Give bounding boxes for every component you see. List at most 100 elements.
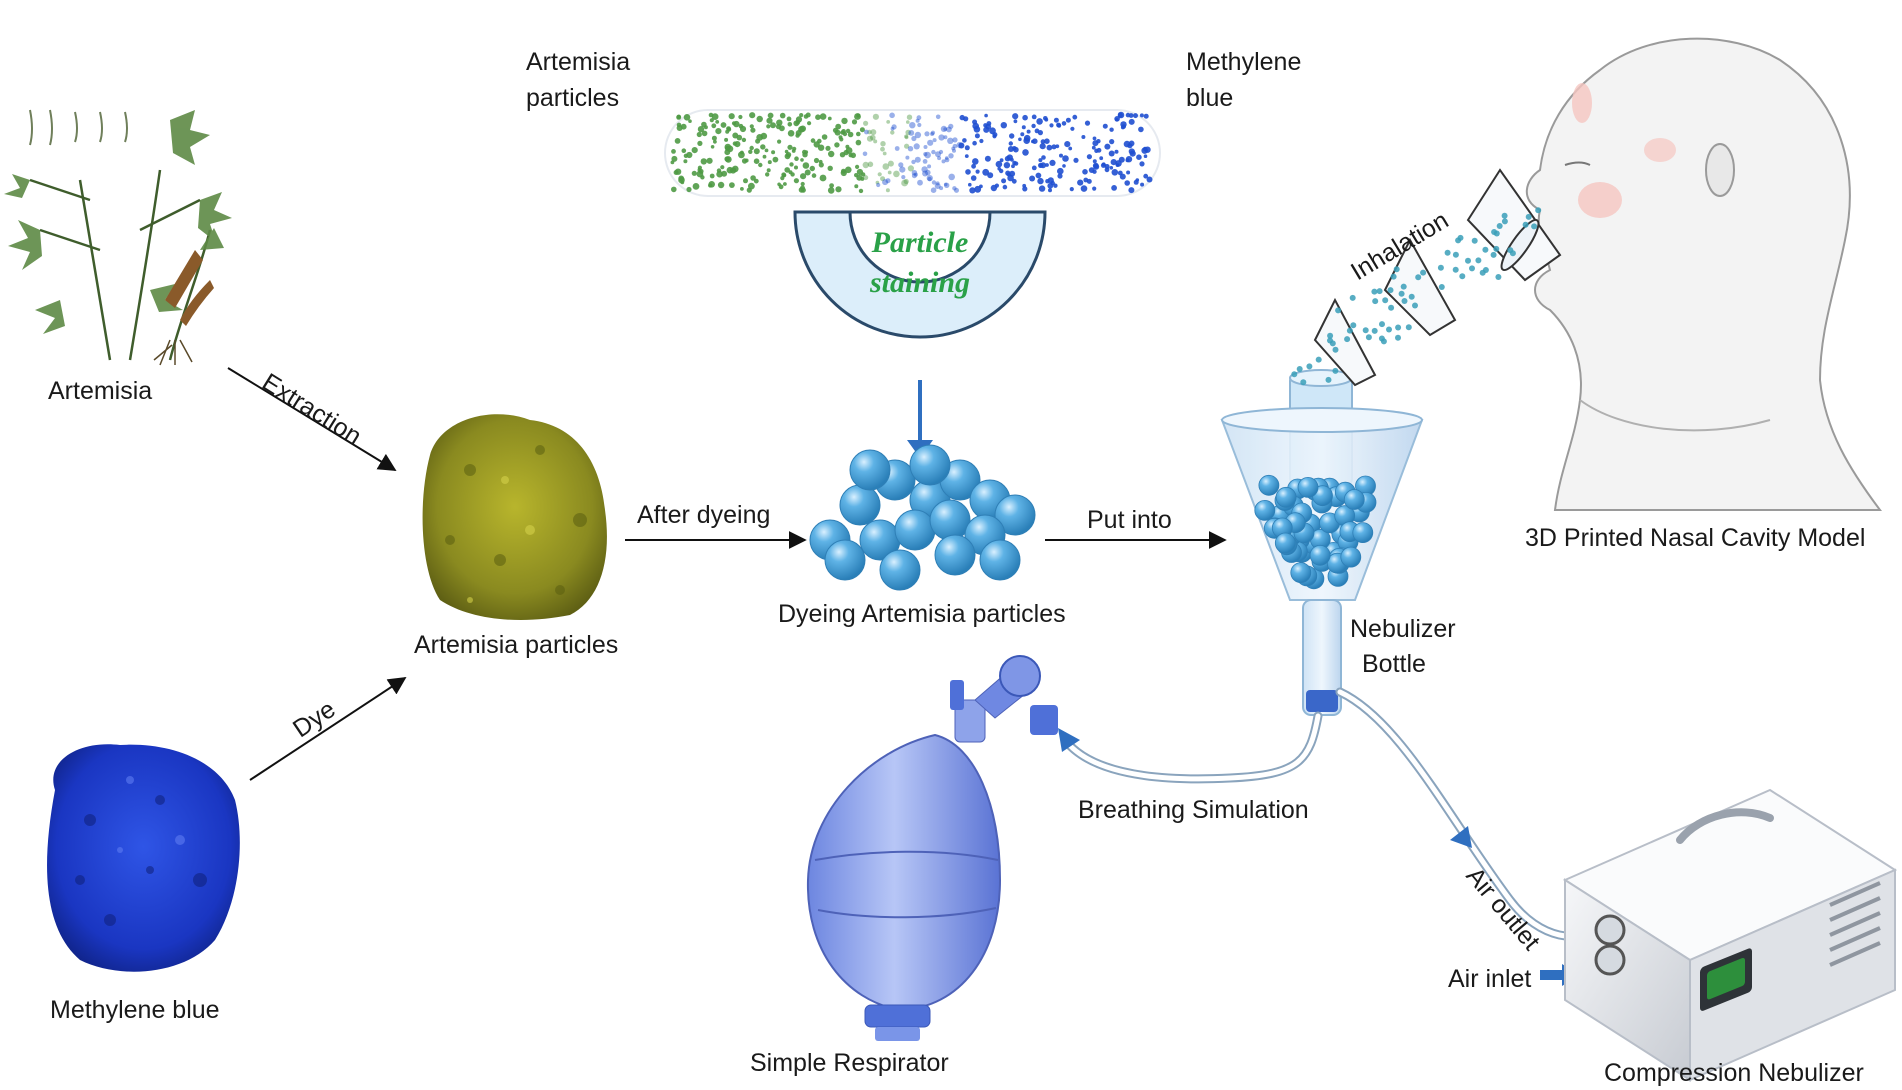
green-particle-dot: [760, 144, 766, 150]
blue-particle-dot: [890, 126, 895, 131]
mist-dot: [1493, 245, 1500, 252]
blue-particle-dot: [1084, 120, 1091, 126]
green-particle-dot: [786, 116, 792, 122]
blue-particle-dot: [938, 149, 944, 155]
mist-dot: [1382, 297, 1389, 304]
green-particle-dot: [840, 169, 847, 177]
green-particle-dot: [725, 129, 730, 134]
top-artemisia-particles-label-line1: Artemisia: [526, 48, 631, 76]
green-particle-dot: [887, 170, 892, 175]
compression-nebulizer-label: Compression Nebulizer: [1604, 1059, 1864, 1087]
blue-particle-dot: [946, 126, 952, 133]
blue-particle-dot: [885, 178, 891, 184]
green-particle-dot: [749, 145, 754, 151]
green-particle-dot: [753, 158, 760, 164]
blue-particle-dot: [1125, 112, 1131, 118]
green-particle-dot: [827, 116, 832, 121]
blue-particle-dot: [1125, 156, 1133, 163]
green-particle-dot: [775, 124, 782, 130]
top-methylene-blue-label-line2: blue: [1186, 84, 1234, 112]
blue-particle-dot: [970, 175, 977, 181]
blue-particle-dot: [1096, 147, 1102, 153]
blue-particle-dot: [951, 146, 956, 151]
blue-particle-dot: [944, 157, 950, 163]
green-particle-dot: [749, 124, 754, 129]
blue-particle-dot: [1010, 157, 1014, 162]
green-particle-dot: [866, 135, 874, 142]
green-particle-dot: [772, 156, 779, 163]
blue-particle-dot: [1093, 163, 1100, 170]
mist-dot: [1306, 363, 1313, 370]
blue-particle-dot: [911, 159, 916, 165]
blue-particle-dot: [963, 116, 969, 122]
green-particle-dot: [724, 137, 729, 142]
blue-particle-dot: [1009, 133, 1015, 139]
green-particle-dot: [851, 119, 858, 125]
particle-bead: [824, 539, 866, 581]
green-particle-dot: [777, 182, 781, 187]
green-particle-dot: [893, 170, 900, 178]
green-particle-dot: [829, 183, 834, 189]
blue-particle-dot: [914, 131, 922, 139]
blue-particle-dot: [935, 181, 940, 186]
green-particle-dot: [696, 170, 704, 178]
mist-dot: [1465, 257, 1471, 264]
blue-particle-dot: [974, 133, 980, 139]
green-particle-dot: [701, 130, 708, 137]
blue-particle-dot: [1073, 157, 1079, 163]
funnel-bead: [1290, 562, 1312, 583]
green-particle-dot: [838, 135, 843, 140]
green-particle-dot: [779, 112, 786, 119]
green-particle-dot: [813, 157, 820, 164]
artemisia-particles-pile-icon: [422, 414, 607, 620]
blue-particle-dot: [894, 146, 900, 151]
mist-dot: [1346, 327, 1353, 334]
mist-dot: [1296, 366, 1303, 372]
green-particle-dot: [732, 165, 739, 173]
mist-dot: [1459, 273, 1466, 280]
green-particle-dot: [724, 149, 731, 156]
blue-particle-dot: [962, 138, 967, 143]
funnel-bead: [1309, 544, 1331, 566]
green-particle-dot: [872, 113, 880, 120]
blue-particle-dot: [1102, 123, 1108, 129]
blue-particle-dot: [1109, 139, 1115, 145]
green-particle-dot: [683, 159, 688, 164]
blue-particle-dot: [1139, 161, 1145, 167]
blue-particle-dot: [1092, 186, 1097, 191]
blue-particle-dot: [891, 124, 897, 130]
blue-particle-dot: [1099, 156, 1104, 161]
funnel-bead: [1340, 546, 1362, 568]
blue-particle-dot: [1053, 117, 1059, 123]
green-particle-dot: [686, 151, 693, 159]
blue-particle-dot: [1057, 167, 1064, 175]
blue-particle-dot: [927, 139, 934, 146]
green-particle-dot: [674, 168, 682, 175]
staining-cup-icon: [793, 210, 1047, 339]
blue-particle-dot: [1029, 175, 1036, 182]
blue-particle-dot: [1057, 123, 1062, 128]
green-particle-dot: [753, 178, 759, 184]
green-particle-dot: [854, 173, 859, 178]
green-particle-dot: [880, 146, 885, 152]
mist-dot: [1501, 212, 1508, 219]
green-particle-dot: [720, 122, 727, 128]
blue-particle-dot: [937, 156, 942, 161]
green-particle-dot: [800, 181, 805, 187]
blue-particle-dot: [941, 159, 946, 164]
mist-dot: [1388, 304, 1395, 311]
green-particle-dot: [882, 163, 890, 170]
blue-particle-dot: [924, 131, 930, 137]
blue-particle-dot: [1092, 136, 1097, 141]
green-particle-dot: [804, 169, 811, 176]
blue-particle-dot: [1022, 186, 1028, 192]
blue-particle-dot: [999, 158, 1004, 163]
green-particle-dot: [821, 134, 828, 140]
green-particle-dot: [688, 119, 692, 123]
blue-particle-dot: [931, 180, 937, 185]
green-particle-dot: [858, 188, 864, 194]
blue-particle-dot: [1046, 144, 1053, 151]
blue-particle-dot: [1117, 111, 1125, 119]
blue-particle-dot: [1092, 159, 1097, 164]
extraction-arrow: [227, 367, 397, 471]
